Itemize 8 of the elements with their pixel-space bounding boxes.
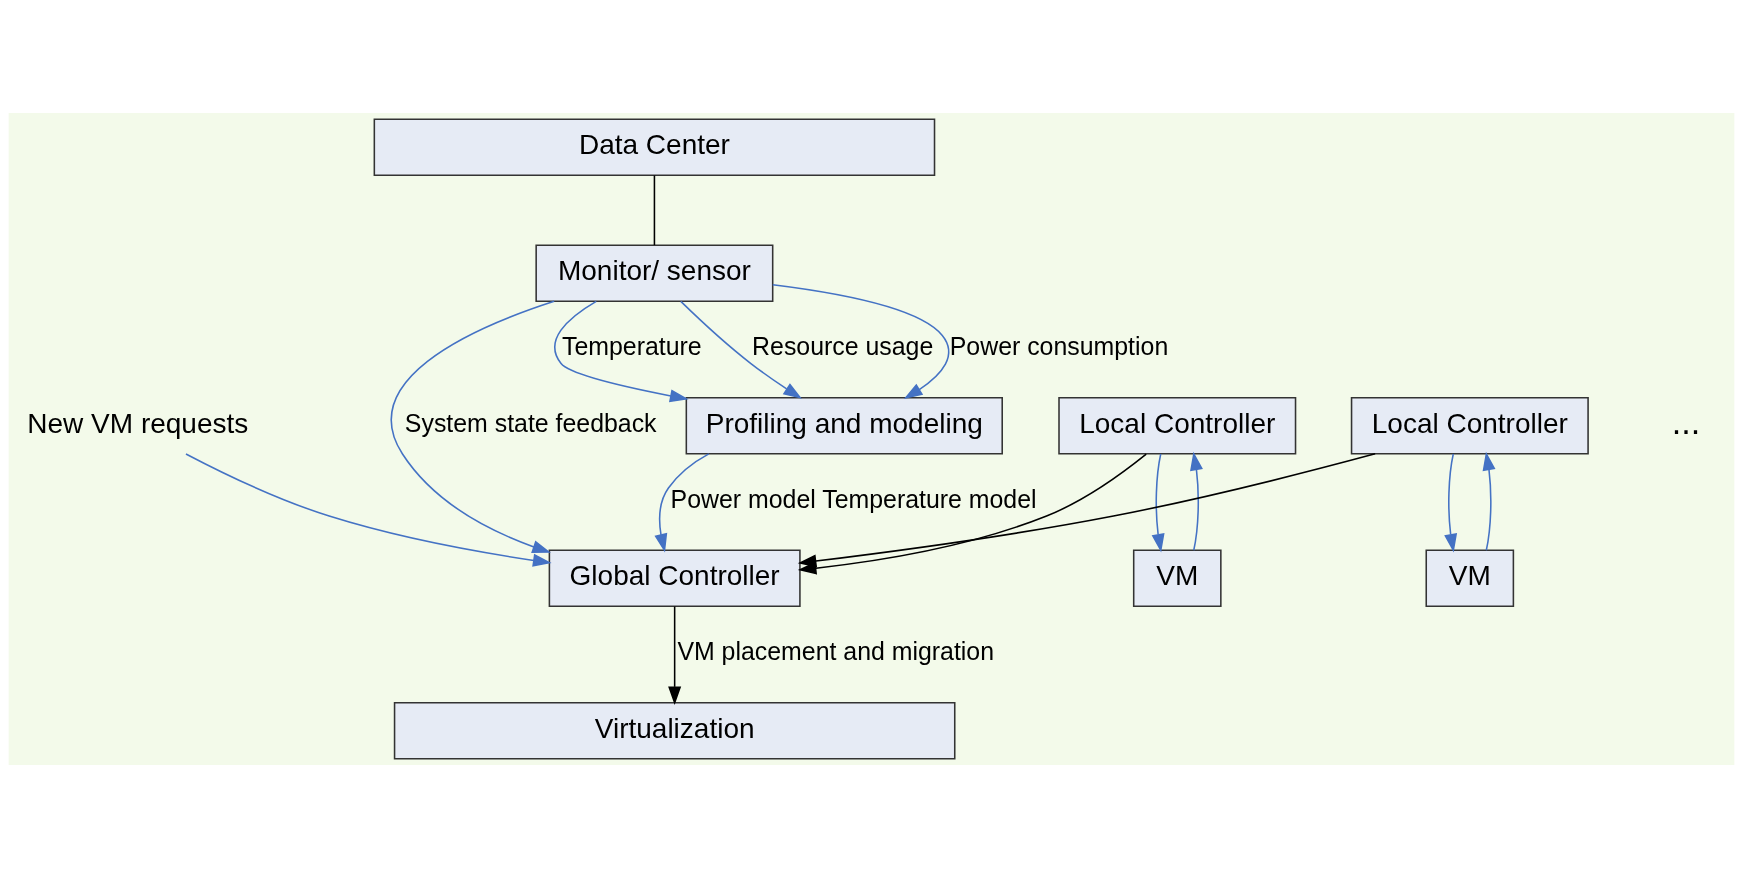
node-text: New VM requests [27, 407, 249, 439]
edge-label: Power consumption [949, 332, 1169, 361]
edge-label: VM placement and migration [677, 637, 995, 666]
edge-label: Temperature [562, 332, 702, 361]
label: ... [1671, 403, 1701, 442]
edge-label: System state feedback [404, 408, 657, 437]
edge-label: Power model Temperature model [670, 484, 1037, 513]
edge-label: Resource usage [752, 332, 934, 361]
